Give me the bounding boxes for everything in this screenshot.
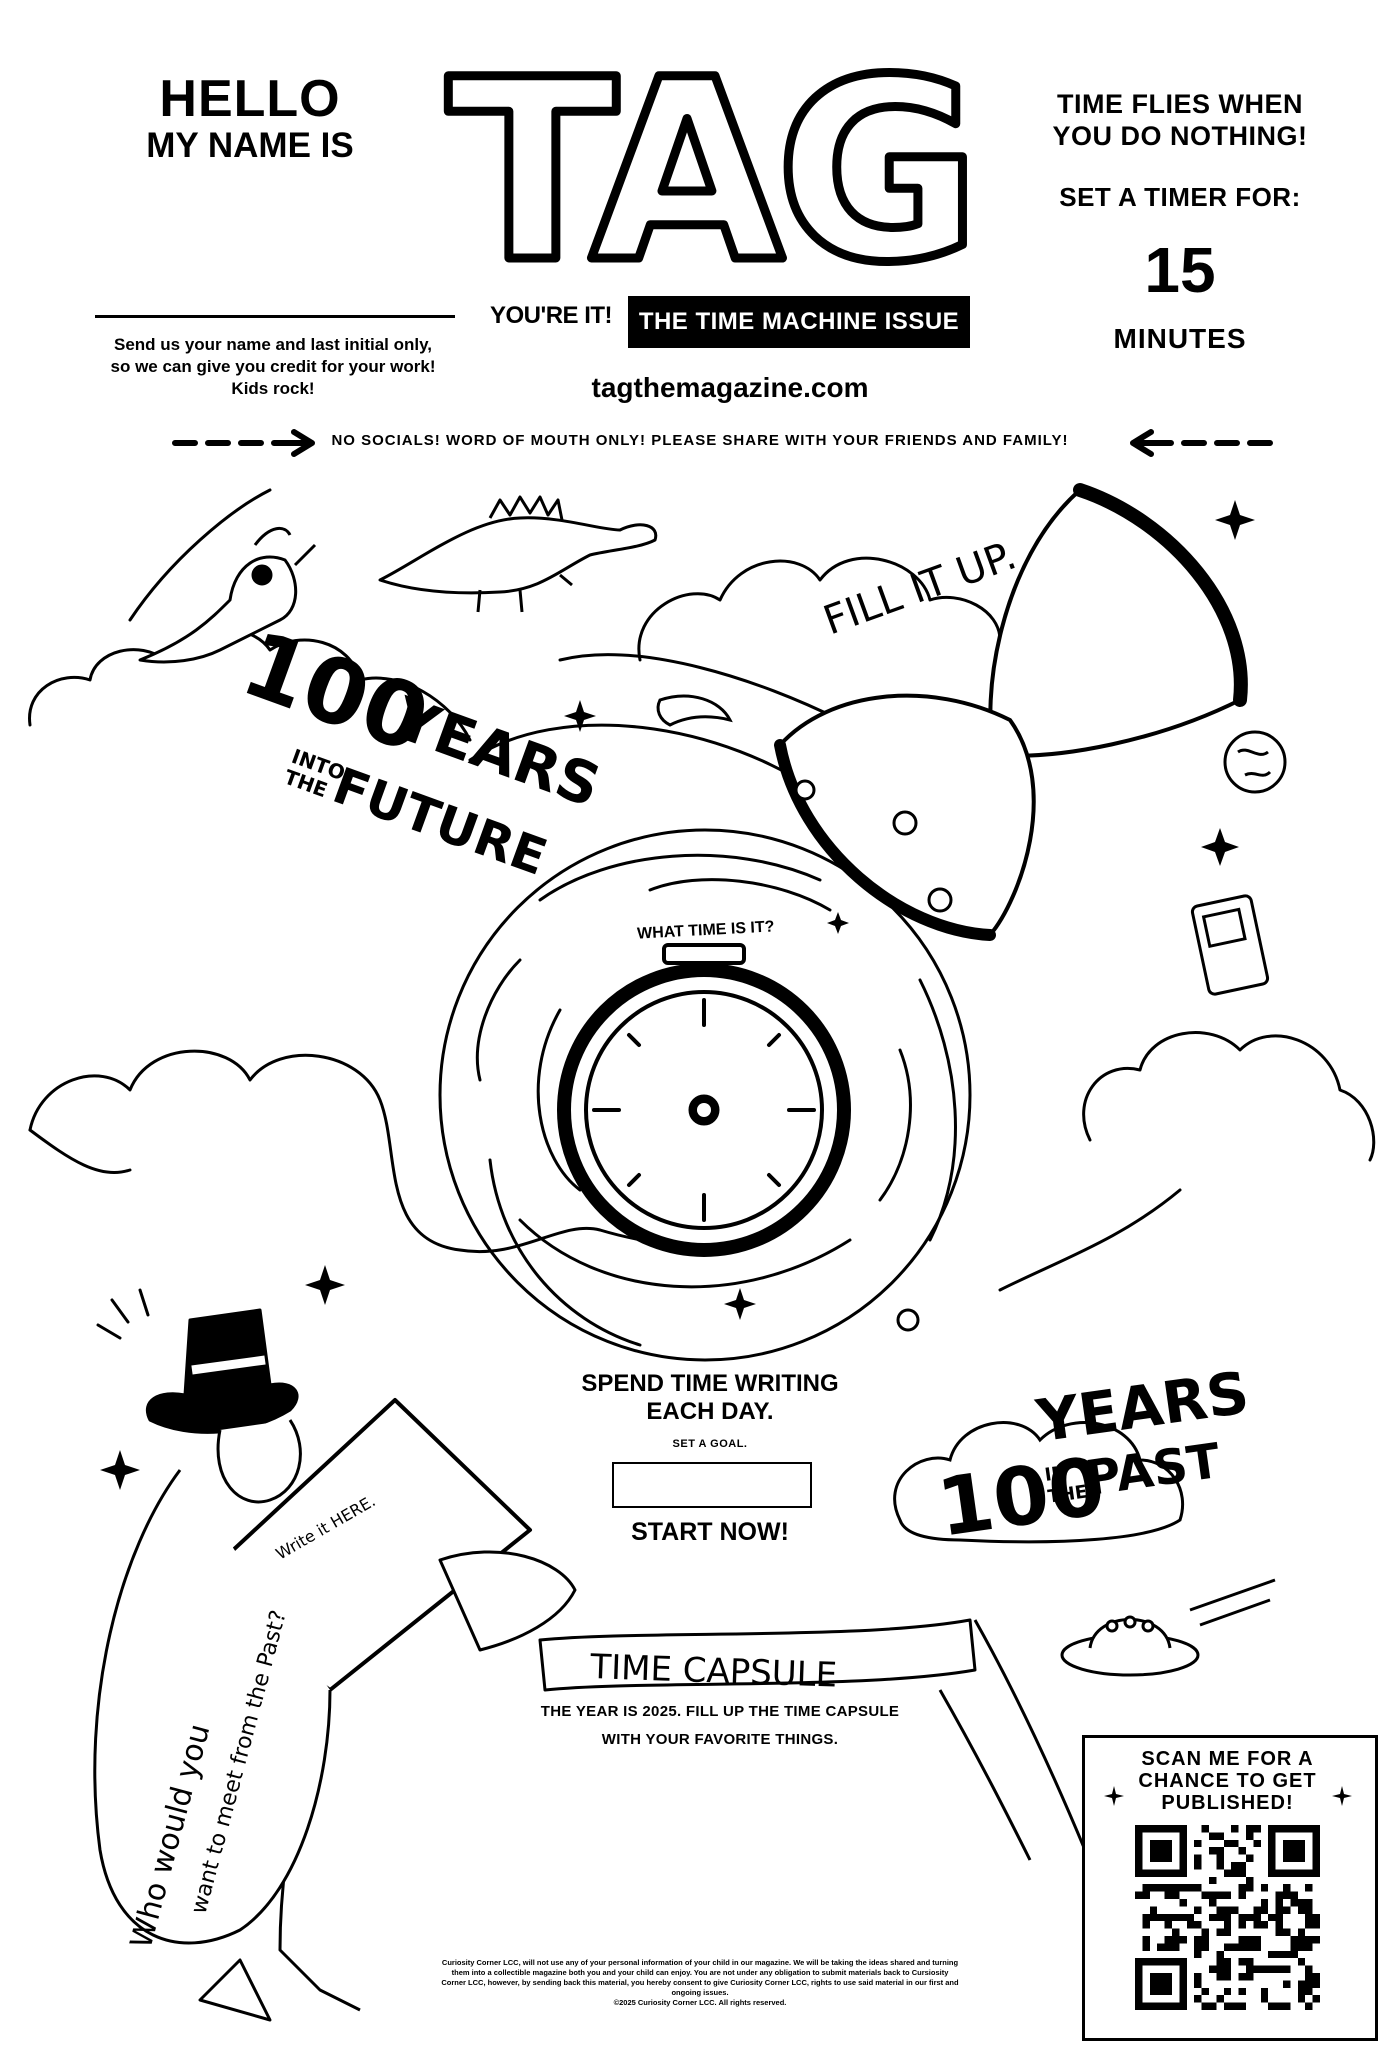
legal-line: ©2025 Curiosity Corner LCC. All rights r… xyxy=(613,1998,787,2007)
scan-me-text: SCAN ME FOR A CHANCE TO GET PUBLISHED! xyxy=(1100,1748,1355,1814)
svg-text:IN: IN xyxy=(1043,1462,1067,1486)
vortex-outer xyxy=(438,828,972,1362)
credit-note-line: so we can give you credit for your work! xyxy=(110,357,436,376)
legal-line: Corner LCC, however, by sending back thi… xyxy=(441,1978,959,1987)
game-device-icon xyxy=(1190,894,1270,996)
capsule-line2: WITH YOUR FAVORITE THINGS. xyxy=(601,1731,839,1748)
planet-icon xyxy=(1223,730,1287,794)
timer-value: 15 xyxy=(1144,234,1216,306)
legal-line: them into a collectible magazine both yo… xyxy=(451,1968,949,1977)
scan-line3: PUBLISHED! xyxy=(1161,1792,1294,1814)
arrow-right-icon xyxy=(172,429,315,457)
stopwatch xyxy=(557,943,851,1257)
svg-text:100: 100 xyxy=(932,1439,1110,1554)
dinosaur-doodle xyxy=(378,495,658,613)
name-write-line[interactable] xyxy=(95,315,455,318)
ufo-doodle xyxy=(1060,1578,1276,1677)
sparkle-icon xyxy=(1104,1786,1124,1806)
sparkle-icon xyxy=(1332,1786,1352,1806)
goal-hint: SET A GOAL. xyxy=(672,1438,748,1450)
sparkle-icons xyxy=(100,500,1255,1490)
my-name-is-heading: MY NAME IS xyxy=(146,126,354,165)
cloud-right xyxy=(1082,1031,1376,1162)
time-capsule-instructions: THE YEAR IS 2025. FILL UP THE TIME CAPSU… xyxy=(500,1698,940,1754)
timer-line2: YOU DO NOTHING! xyxy=(1052,121,1308,151)
goal-line1: SPEND TIME WRITING xyxy=(581,1370,839,1397)
tag-logo: TAG xyxy=(443,30,986,280)
tag-logo-text: TAG xyxy=(447,30,973,280)
credit-note: Send us your name and last initial only,… xyxy=(88,334,458,400)
legal-line: Curiosity Corner LCC, will not use any o… xyxy=(441,1958,959,1967)
youre-it-tagline: YOU'RE IT! xyxy=(490,302,613,329)
legal-line: ongoing issues. xyxy=(671,1988,729,1997)
issue-title-badge: THE TIME MACHINE ISSUE xyxy=(628,296,970,348)
question-scroll xyxy=(93,1469,332,1945)
past-cloud xyxy=(893,1421,1185,1544)
timer-block: TIME FLIES WHEN YOU DO NOTHING! SET A TI… xyxy=(1030,88,1330,355)
qr-code[interactable] xyxy=(1135,1825,1320,2010)
credit-note-line: Kids rock! xyxy=(231,379,315,398)
socials-banner: NO SOCIALS! WORD OF MOUTH ONLY! PLEASE S… xyxy=(331,432,1069,449)
writing-goal-block: SPEND TIME WRITING EACH DAY. SET A GOAL. xyxy=(560,1370,860,1450)
website-link[interactable]: tagthemagazine.com xyxy=(591,372,869,403)
scan-line1: SCAN ME FOR A xyxy=(1141,1748,1314,1770)
time-capsule-label: TIME CAPSULE xyxy=(589,1647,838,1696)
motion-lines-icon xyxy=(96,1288,150,1340)
timer-prompt: SET A TIMER FOR: xyxy=(1059,182,1301,212)
hourglass-bottom-half xyxy=(774,693,1036,941)
bird-doodle xyxy=(138,526,317,664)
cloud-top-middle xyxy=(637,556,1002,662)
timer-line1: TIME FLIES WHEN xyxy=(1057,89,1303,119)
arrow-left-icon xyxy=(1130,429,1273,457)
hello-name-tag: HELLO MY NAME IS xyxy=(120,72,380,166)
capsule-line1: THE YEAR IS 2025. FILL UP THE TIME CAPSU… xyxy=(540,1703,900,1720)
timer-unit: MINUTES xyxy=(1113,323,1247,354)
credit-note-line: Send us your name and last initial only, xyxy=(113,335,433,354)
scan-line2: CHANCE TO GET xyxy=(1138,1770,1317,1792)
time-machine-illustration: WHAT TIME IS IT? FILL IT UP. xyxy=(28,483,1376,2022)
start-now-label: START NOW! xyxy=(631,1518,789,1546)
svg-text:YEARS: YEARS xyxy=(1032,1358,1253,1455)
banana-doodle xyxy=(656,694,733,727)
future-label: 100 YEARS INTO THE FUTURE xyxy=(229,611,609,887)
cloud-bottom xyxy=(28,1049,762,1253)
hourglass-top-half xyxy=(988,483,1248,758)
goal-line2: EACH DAY. xyxy=(646,1398,774,1425)
legal-notice: Curiosity Corner LCC, will not use any o… xyxy=(355,1958,1045,2008)
hello-heading: HELLO xyxy=(159,70,341,128)
time-capsule-ribbon xyxy=(538,1618,1087,1861)
what-time-label: WHAT TIME IS IT? xyxy=(637,918,775,942)
past-label: 100 YEARS IN THE PAST xyxy=(932,1358,1253,1554)
goal-input-box[interactable] xyxy=(612,1462,812,1508)
fill-it-up-label: FILL IT UP. xyxy=(818,532,1023,644)
